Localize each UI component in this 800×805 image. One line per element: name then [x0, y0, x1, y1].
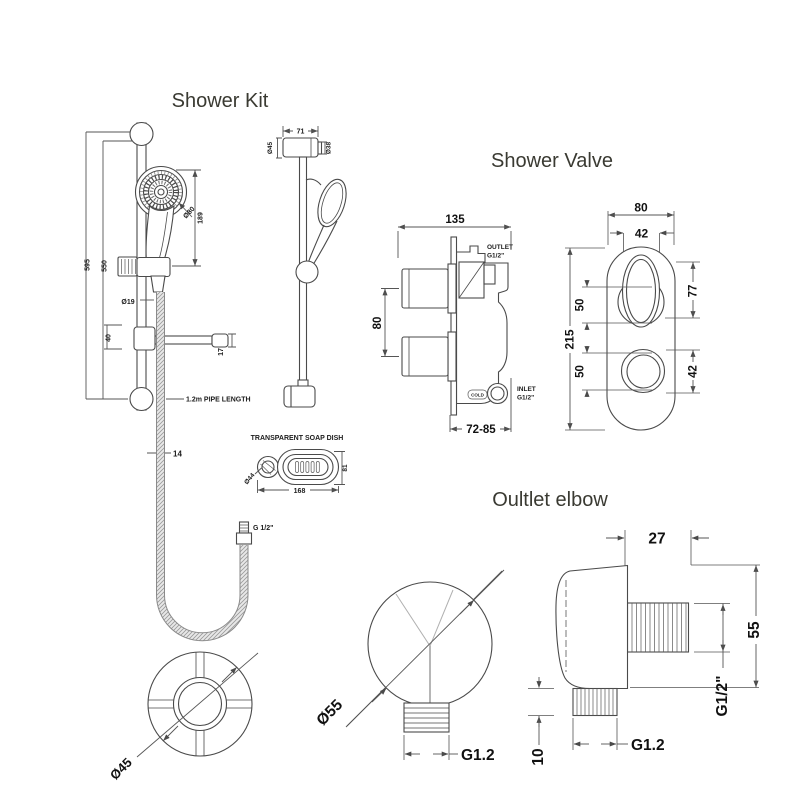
shower-kit-title: Shower Kit	[172, 90, 269, 112]
dim-d80-label: Ø80	[182, 206, 196, 221]
dim-550-label: 550	[102, 260, 109, 272]
dim-550-lines	[102, 140, 132, 399]
dim-d38-label: Ø38	[326, 141, 333, 154]
hose-connector	[235, 521, 253, 545]
inlet-label-line2: G1/2"	[517, 395, 534, 402]
dim-d44-label: Ø44	[243, 472, 257, 486]
elbow-side-thread-label: G1.2	[631, 737, 665, 754]
dim-72-85-label: 72-85	[466, 424, 496, 436]
elbow-side-nipple-bottom	[572, 687, 618, 717]
dim-d45-side-label: Ø45	[267, 141, 274, 154]
dim-42-right-label: 42	[688, 365, 700, 378]
dim-d19-label: Ø19	[121, 299, 134, 306]
dim-77-label: 77	[688, 285, 700, 298]
valve-control-top	[617, 254, 665, 328]
dim-80-front-label: 80	[634, 201, 648, 215]
dim-27-label: 27	[648, 531, 665, 548]
pipe-length-label: 1.2m PIPE LENGTH	[186, 397, 251, 404]
soap-dish-slots	[295, 461, 320, 473]
shower-kit-side-view: 71 Ø45 Ø38	[267, 124, 347, 408]
outlet-elbow-title: Oultlet elbow	[492, 489, 608, 511]
rail-bottom-elbow	[283, 379, 316, 408]
soap-dish: TRANSPARENT SOAP DISH Ø44 168 81	[243, 435, 349, 495]
dim-595-label: 595	[85, 259, 92, 271]
valve-handle-bottom	[401, 331, 457, 382]
valve-handle-top	[401, 263, 457, 314]
dim-80-side-label: 80	[372, 317, 384, 330]
dim-189-label: 189	[198, 212, 205, 224]
dim-d80-leader	[178, 202, 193, 218]
side-wall-bracket	[282, 137, 319, 158]
elbow-front-thread-label: G1.2	[461, 747, 495, 764]
elbow-g12-label: G1/2"	[714, 676, 731, 717]
dim-168-label: 168	[294, 488, 306, 495]
soap-dish-title: TRANSPARENT SOAP DISH	[251, 435, 344, 442]
hose-cone	[150, 275, 166, 293]
dim-10-label: 10	[530, 748, 547, 765]
elbow-side-view: 27 55 G1/2" 10	[528, 530, 763, 766]
dim-40-label: 40	[106, 334, 113, 342]
handset-side-view	[295, 178, 347, 284]
dim-215-label: 215	[563, 329, 577, 349]
slider-bracket	[117, 256, 171, 278]
dim-42-top-label: 42	[635, 227, 649, 241]
rail-top-mount	[129, 121, 154, 147]
dim-50-top-label: 50	[575, 299, 587, 312]
dim-17-label: 17	[218, 348, 225, 356]
valve-inlet-port	[486, 382, 509, 405]
dim-50-bottom-label: 50	[575, 365, 587, 378]
soap-dish-body	[276, 448, 340, 486]
valve-body	[455, 245, 509, 405]
dim-71-label: 71	[297, 129, 305, 136]
dim-55-label: 55	[746, 621, 763, 639]
handset-head-front	[134, 165, 188, 219]
elbow-side-nipple-right	[626, 602, 690, 653]
elbow-front-nipple	[403, 702, 450, 733]
dim-135-label: 135	[445, 214, 465, 226]
outlet-label-line2: G1/2"	[487, 253, 504, 260]
shower-valve-title: Shower Valve	[491, 150, 613, 172]
dim-40-lines	[104, 324, 122, 350]
rail-bottom-mount	[129, 386, 154, 412]
dim-595-lines	[85, 131, 130, 400]
dim-81-label: 81	[342, 464, 349, 472]
hose-thread-label: G 1/2"	[253, 525, 273, 532]
cold-label: COLD	[471, 393, 484, 398]
shower-hose	[156, 292, 249, 642]
soap-dish-arm	[133, 326, 229, 351]
inlet-label-line1: INLET	[517, 386, 536, 393]
valve-wall-plate	[450, 236, 458, 416]
handset-handle-front	[145, 204, 175, 263]
valve-front-view: 80 42 215 50 50	[563, 201, 700, 431]
outlet-label-line1: OUTLET	[487, 244, 513, 251]
flange-diameter-label: Ø45	[107, 755, 135, 783]
elbow-side-body	[555, 564, 629, 690]
shower-kit-front-view: 595 550 189 Ø80	[85, 121, 503, 783]
dim-d55-label: Ø55	[313, 696, 346, 729]
elbow-front-view: Ø55 G1.2	[313, 569, 505, 764]
dim-14-label: 14	[173, 450, 182, 459]
valve-side-view: 135 COLD 80 OUTLET G1/2" INL	[372, 214, 536, 436]
soap-dish-ring	[256, 455, 280, 479]
valve-control-bottom	[620, 348, 666, 394]
